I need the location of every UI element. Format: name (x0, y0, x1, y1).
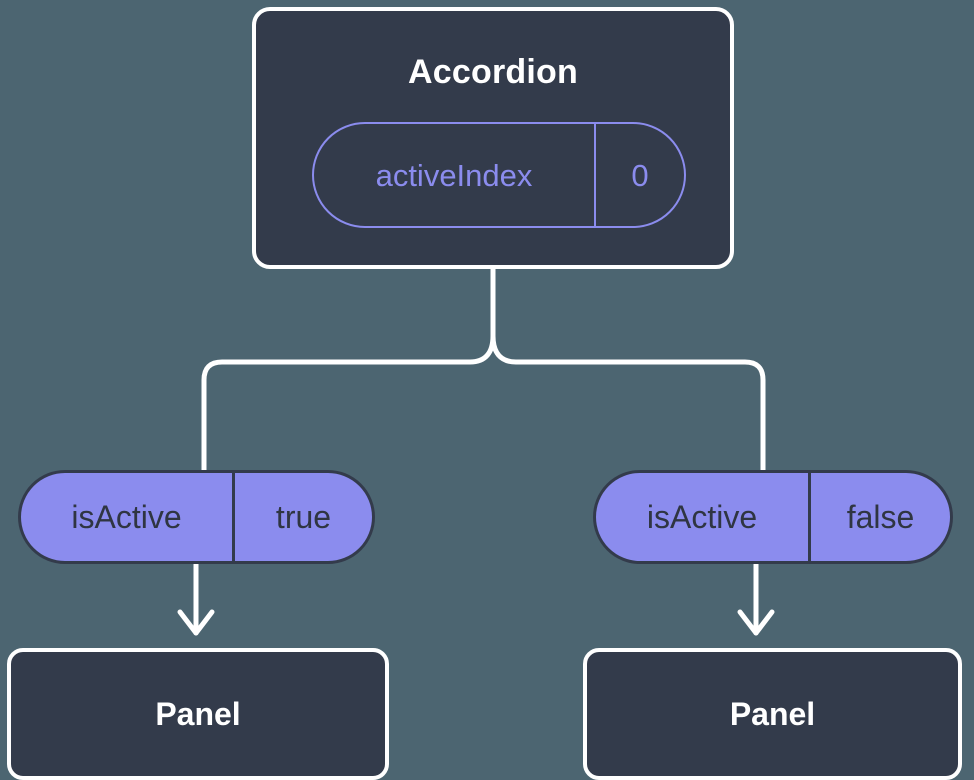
left-prop-pill[interactable]: isActive true (18, 470, 375, 564)
accordion-node[interactable]: Accordion activeIndex 0 (252, 7, 734, 269)
left-panel-node-title: Panel (155, 696, 241, 732)
accordion-state-key: activeIndex (314, 124, 596, 226)
left-arrow-head (177, 609, 215, 636)
right-prop-pill[interactable]: isActive false (593, 470, 953, 564)
left-panel-node[interactable]: Panel (7, 648, 389, 780)
right-prop-pill-value: false (846, 499, 915, 535)
right-arrow-head (737, 609, 775, 636)
accordion-node-title: Accordion (408, 53, 578, 91)
accordion-state-pill[interactable]: activeIndex 0 (312, 122, 686, 228)
right-prop-pill-key: isActive (596, 473, 811, 561)
branch-bus-bar-left (201, 333, 496, 473)
right-panel-node-title: Panel (729, 696, 816, 732)
branch-bus-bar (490, 333, 766, 473)
right-panel-node[interactable]: Panel (583, 648, 962, 780)
left-prop-pill-key: isActive (21, 473, 235, 561)
accordion-state-value: 0 (631, 157, 649, 193)
left-prop-pill-value: true (275, 499, 332, 535)
